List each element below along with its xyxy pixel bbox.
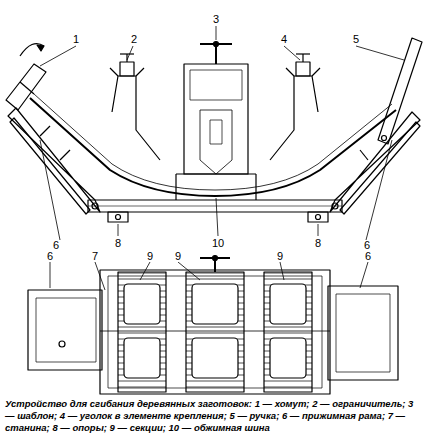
callout-number: 6 <box>364 251 372 262</box>
handle <box>378 38 422 144</box>
callout-number: 1 <box>72 34 80 45</box>
corner-bracket <box>270 54 320 160</box>
support <box>308 212 328 222</box>
base-plan <box>100 270 330 394</box>
frame-plan-left <box>28 290 102 370</box>
callout-number: 10 <box>211 238 225 249</box>
callout-number: 9 <box>146 251 154 262</box>
callout-number: 8 <box>114 238 122 249</box>
crimping-strap <box>30 98 396 196</box>
template <box>176 42 256 201</box>
base-frame <box>88 200 342 212</box>
callout-number: 5 <box>352 34 360 45</box>
callout-number: 7 <box>91 251 99 262</box>
plan-view <box>28 256 398 395</box>
leader-lines <box>40 26 404 290</box>
callout-number: 9 <box>174 251 182 262</box>
sections <box>100 272 330 392</box>
callout-number: 3 <box>212 14 220 25</box>
support <box>108 212 128 222</box>
limiter <box>110 54 160 160</box>
callout-number: 4 <box>280 34 288 45</box>
pressing-frame-left <box>8 108 100 214</box>
callout-number: 8 <box>314 238 322 249</box>
frame-plan-right <box>328 286 398 380</box>
callout-number: 6 <box>52 240 60 251</box>
side-view <box>6 38 422 222</box>
callout-number: 9 <box>276 251 284 262</box>
clamp <box>6 44 46 110</box>
callout-number: 6 <box>46 251 54 262</box>
callout-number: 6 <box>363 240 371 251</box>
figure-caption: Устройство для сгибания деревянных загот… <box>5 398 425 434</box>
callout-number: 2 <box>130 34 138 45</box>
